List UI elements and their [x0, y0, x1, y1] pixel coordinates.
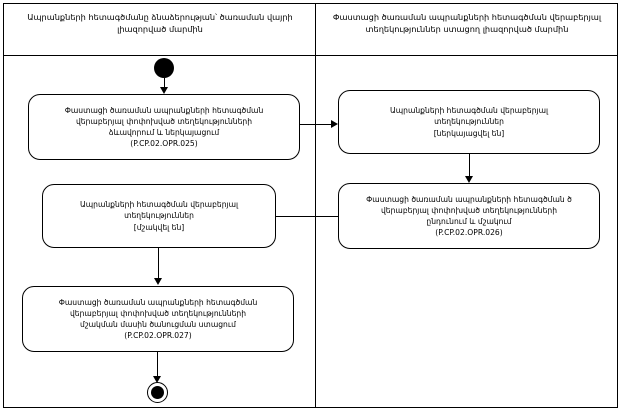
- activity-node-3-line-4: (P.CP.02.OPR.026): [435, 228, 503, 238]
- diagram-outer-frame: [3, 3, 618, 408]
- activity-node-5-line-2: վերաբերյալ փոփոխված տեղեկությունների: [69, 308, 247, 318]
- arrowhead-start-to-activity-1: [160, 87, 168, 94]
- initial-node: [154, 58, 174, 78]
- activity-node-1[interactable]: Փաստացի ծառաման ապրանքների հետագծման վեր…: [28, 94, 300, 160]
- final-node-core: [151, 386, 164, 399]
- activity-node-5-line-3: մշակման մասին ծանուցման ստացում: [80, 320, 236, 329]
- activity-node-2-line-3: [ներկայացվել են]: [433, 128, 505, 138]
- arrowhead-activity-5-to-end: [153, 376, 161, 383]
- edge-activity-4-to-activity-5: [158, 248, 159, 280]
- swimlane-right-header-divider: [316, 55, 618, 56]
- edge-activity-2-to-activity-3: [469, 154, 470, 178]
- edge-activity-5-to-end: [157, 352, 158, 379]
- activity-node-5-line-4: (P.CP.02.OPR.027): [124, 331, 192, 341]
- activity-node-4-line-2: տեղեկություններ: [124, 211, 194, 221]
- arrowhead-activity-4-to-activity-5: [154, 278, 162, 285]
- arrowhead-activity-2-to-activity-3: [465, 176, 473, 183]
- activity-node-1-line-3: ձևավորում և ներկայացում: [108, 128, 220, 137]
- edge-start-to-activity-1: [164, 78, 165, 89]
- edge-activity-1-to-activity-2: [300, 124, 333, 125]
- activity-node-1-label: Փաստացի ծառաման ապրանքների հետագծման վեր…: [35, 105, 293, 150]
- activity-node-1-line-1: Փաստացի ծառաման ապրանքների հետագծման: [64, 105, 264, 115]
- swimlane-left-title: Ապրանքների հետագծմանը ձնաձերության՝ ծառա…: [27, 12, 293, 34]
- swimlane-left-header-divider: [3, 55, 316, 56]
- activity-node-3-label: Փաստացի ծառաման ապրանքների հետագծման ծ վ…: [345, 194, 593, 239]
- activity-node-2-label: Ապրանքների հետագծման վերաբերյալ տեղեկութ…: [345, 105, 593, 139]
- activity-node-2-line-1: Ապրանքների հետագծման վերաբերյալ: [389, 106, 549, 116]
- activity-node-3-line-1: Փաստացի ծառաման ապրանքների հետագծման ծ: [366, 194, 572, 204]
- activity-node-2[interactable]: Ապրանքների հետագծման վերաբերյալ տեղեկութ…: [338, 90, 600, 154]
- activity-node-3-line-3: ընդունում և մշակում: [426, 217, 512, 226]
- activity-node-1-line-4: (P.CP.02.OPR.025): [130, 139, 198, 149]
- activity-node-4-line-3: [մշակվել են]: [133, 222, 185, 232]
- activity-node-4[interactable]: Ապրանքների հետագծման վերաբերյալ տեղեկութ…: [42, 184, 276, 248]
- activity-node-2-line-2: տեղեկություններ: [434, 117, 504, 127]
- activity-node-4-line-1: Ապրանքների հետագծման վերաբերյալ: [79, 200, 239, 210]
- activity-node-5[interactable]: Փաստացի ծառաման ապրանքների հետագծման վեր…: [22, 286, 294, 352]
- activity-node-5-label: Փաստացի ծառաման ապրանքների հետագծման վեր…: [29, 297, 287, 342]
- activity-node-5-line-1: Փաստացի ծառաման ապրանքների հետագծման: [58, 297, 258, 307]
- edge-activity-3-to-activity-4: [276, 216, 338, 217]
- activity-node-1-line-2: վերաբերյալ փոփոխված տեղեկությունների: [75, 116, 253, 126]
- activity-node-4-label: Ապրանքների հետագծման վերաբերյալ տեղեկութ…: [49, 199, 269, 233]
- arrowhead-activity-1-to-activity-2: [331, 120, 338, 128]
- activity-node-3[interactable]: Փաստացի ծառաման ապրանքների հետագծման ծ վ…: [338, 183, 600, 249]
- activity-node-3-line-2: վերաբերյալ փոփոխված տեղեկությունների: [380, 205, 558, 215]
- swimlane-right-title: Փաստացի ծառաման ապրանքների հետագծման վեր…: [332, 12, 602, 34]
- swimlane-vertical-divider: [315, 3, 316, 408]
